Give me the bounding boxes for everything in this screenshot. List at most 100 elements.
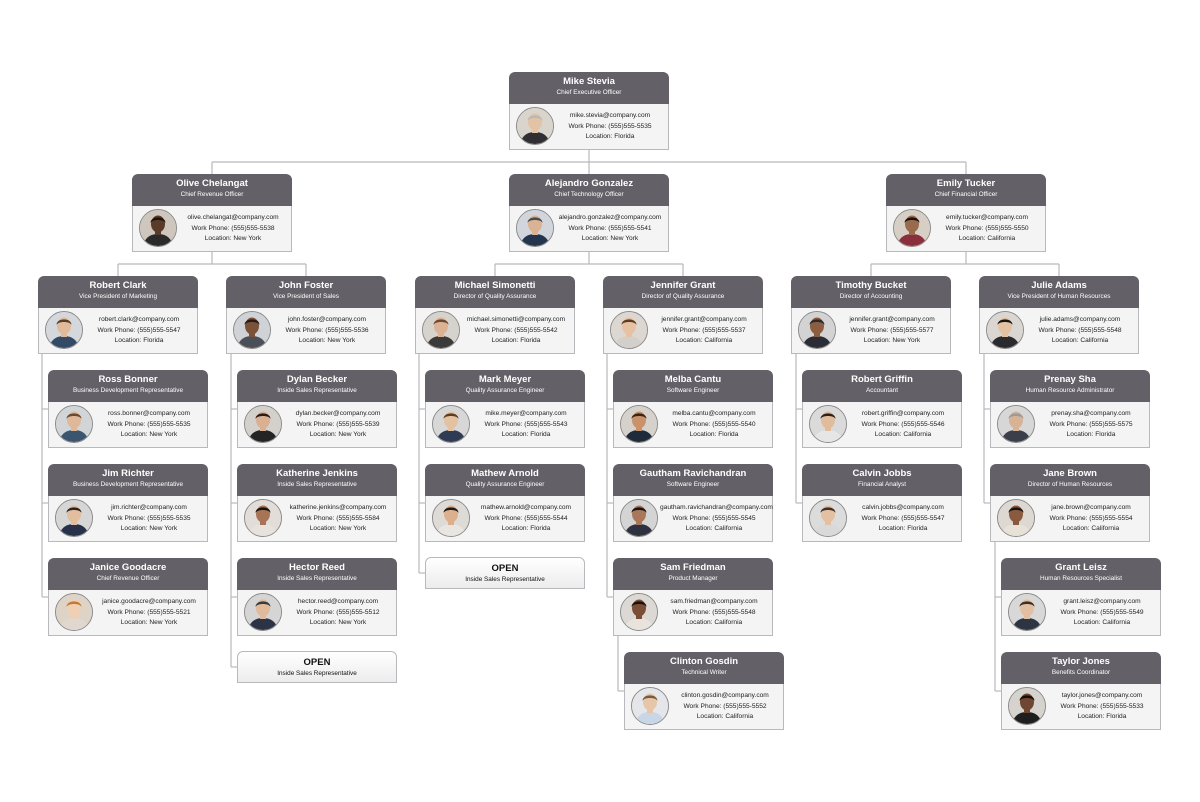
- employee-name: Timothy Bucket: [835, 280, 907, 291]
- avatar: [1008, 593, 1046, 631]
- phone-text: Work Phone: (555)555-5533: [1060, 702, 1144, 710]
- location-text: Location: Florida: [491, 337, 541, 344]
- location-text: Location: California: [1062, 525, 1120, 532]
- employee-title: Director of Accounting: [839, 293, 903, 300]
- employee-title: Benefits Coordinator: [1051, 669, 1111, 676]
- phone-text: Work Phone: (555)555-5535: [107, 420, 191, 428]
- employee-name: Robert Griffin: [851, 374, 913, 385]
- employee-title: Software Engineer: [666, 481, 720, 488]
- avatar: [432, 499, 470, 537]
- phone-text: Work Phone: (555)555-5535: [568, 122, 652, 130]
- email-text: emily.tucker@company.com: [946, 214, 1028, 221]
- employee-name: Gautham Ravichandran: [639, 468, 747, 479]
- email-text: mathew.arnold@company.com: [480, 504, 572, 511]
- email-text: mike.stevia@company.com: [569, 112, 651, 119]
- open-position-title: Inside Sales Representative: [277, 670, 357, 677]
- email-text: clinton.gosdin@company.com: [681, 692, 769, 699]
- phone-text: Work Phone: (555)555-5548: [672, 608, 756, 616]
- phone-text: Work Phone: (555)555-5545: [672, 514, 756, 522]
- employee-title: Business Development Representative: [72, 481, 184, 488]
- phone-text: Work Phone: (555)555-5540: [672, 420, 756, 428]
- employee-title: Software Engineer: [666, 387, 720, 394]
- email-text: ross.bonner@company.com: [107, 410, 191, 417]
- email-text: katherine.jenkins@company.com: [289, 504, 387, 511]
- employee-name: Sam Friedman: [660, 562, 726, 573]
- email-text: grant.leisz@company.com: [1063, 598, 1141, 605]
- location-text: Location: New York: [309, 525, 367, 532]
- location-text: Location: California: [874, 431, 932, 438]
- employee-title: Vice President of Human Resources: [1007, 293, 1111, 300]
- location-text: Location: New York: [120, 431, 178, 438]
- employee-title: Inside Sales Representative: [277, 575, 357, 582]
- employee-title: Business Development Representative: [72, 387, 184, 394]
- phone-text: Work Phone: (555)555-5542: [474, 326, 558, 334]
- avatar: [997, 405, 1035, 443]
- employee-title: Technical Writer: [681, 669, 727, 676]
- email-text: mike.meyer@company.com: [485, 410, 567, 417]
- email-text: prenay.sha@company.com: [1051, 410, 1131, 417]
- employee-name: Alejandro Gonzalez: [544, 178, 634, 189]
- location-text: Location: Florida: [1077, 713, 1127, 720]
- employee-title: Quality Assurance Engineer: [465, 387, 545, 394]
- employee-name: Dylan Becker: [286, 374, 348, 385]
- employee-title: Human Resources Specialist: [1039, 575, 1123, 582]
- location-text: Location: California: [675, 337, 733, 344]
- avatar: [55, 499, 93, 537]
- email-text: olive.chelangat@company.com: [187, 214, 279, 221]
- avatar: [45, 311, 83, 349]
- avatar: [610, 311, 648, 349]
- avatar: [997, 499, 1035, 537]
